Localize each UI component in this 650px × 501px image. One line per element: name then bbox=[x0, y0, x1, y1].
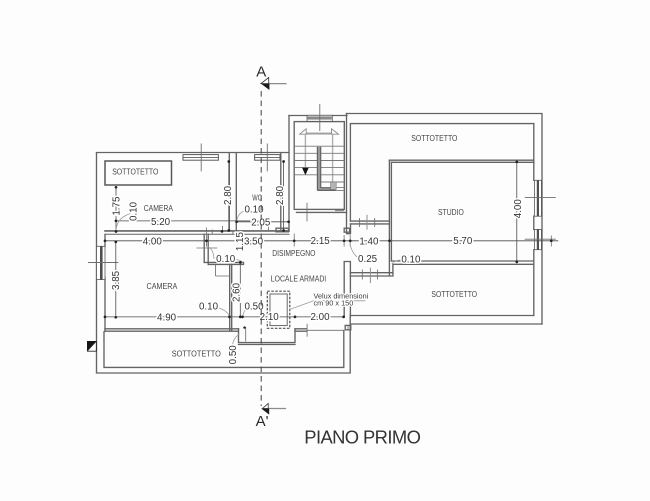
svg-text:CAMERA: CAMERA bbox=[144, 204, 174, 213]
svg-text:A': A' bbox=[256, 413, 269, 430]
svg-text:DISIMPEGNO: DISIMPEGNO bbox=[272, 249, 315, 258]
svg-text:SOTTOTETTO: SOTTOTETTO bbox=[411, 134, 457, 143]
svg-text:PIANO PRIMO: PIANO PRIMO bbox=[304, 427, 420, 448]
svg-text:WC: WC bbox=[252, 194, 262, 203]
svg-text:SOTTOTETTO: SOTTOTETTO bbox=[112, 167, 158, 176]
svg-text:2.10: 2.10 bbox=[260, 312, 280, 323]
svg-text:5.70: 5.70 bbox=[453, 236, 473, 247]
svg-text:0.10: 0.10 bbox=[216, 254, 236, 265]
svg-text:0.50: 0.50 bbox=[244, 302, 264, 313]
svg-text:SOTTOTETTO: SOTTOTETTO bbox=[431, 290, 477, 299]
svg-text:cm 90 x 150: cm 90 x 150 bbox=[314, 298, 354, 307]
svg-text:0.10: 0.10 bbox=[244, 204, 264, 215]
svg-text:2.05: 2.05 bbox=[251, 218, 271, 229]
svg-text:0.25: 0.25 bbox=[358, 254, 378, 265]
svg-text:3.50: 3.50 bbox=[244, 237, 264, 248]
svg-text:2.00: 2.00 bbox=[310, 312, 330, 323]
svg-text:CAMERA: CAMERA bbox=[147, 282, 178, 291]
svg-text:2.60: 2.60 bbox=[232, 282, 243, 302]
svg-text:2.80: 2.80 bbox=[275, 185, 286, 205]
svg-text:3.85: 3.85 bbox=[111, 270, 122, 290]
svg-text:0.10: 0.10 bbox=[401, 255, 421, 266]
svg-text:Velux dimensioni: Velux dimensioni bbox=[314, 292, 369, 301]
svg-text:5.20: 5.20 bbox=[151, 217, 171, 228]
svg-text:1.75: 1.75 bbox=[111, 196, 122, 216]
svg-text:1.40: 1.40 bbox=[359, 236, 379, 247]
svg-text:SOTTOTETTO: SOTTOTETTO bbox=[172, 350, 221, 359]
svg-text:A: A bbox=[256, 64, 266, 81]
svg-text:4.00: 4.00 bbox=[513, 199, 524, 219]
svg-text:0.50: 0.50 bbox=[228, 345, 239, 365]
svg-text:4.90: 4.90 bbox=[157, 312, 177, 323]
svg-text:2.80: 2.80 bbox=[223, 185, 234, 205]
svg-text:LOCALE ARMADI: LOCALE ARMADI bbox=[271, 274, 326, 283]
svg-text:0.10: 0.10 bbox=[128, 201, 139, 221]
svg-text:2.15: 2.15 bbox=[311, 236, 331, 247]
svg-text:4.00: 4.00 bbox=[143, 236, 163, 247]
svg-text:1.15: 1.15 bbox=[235, 232, 246, 252]
svg-text:STUDIO: STUDIO bbox=[438, 208, 464, 217]
svg-text:0.10: 0.10 bbox=[199, 301, 219, 312]
